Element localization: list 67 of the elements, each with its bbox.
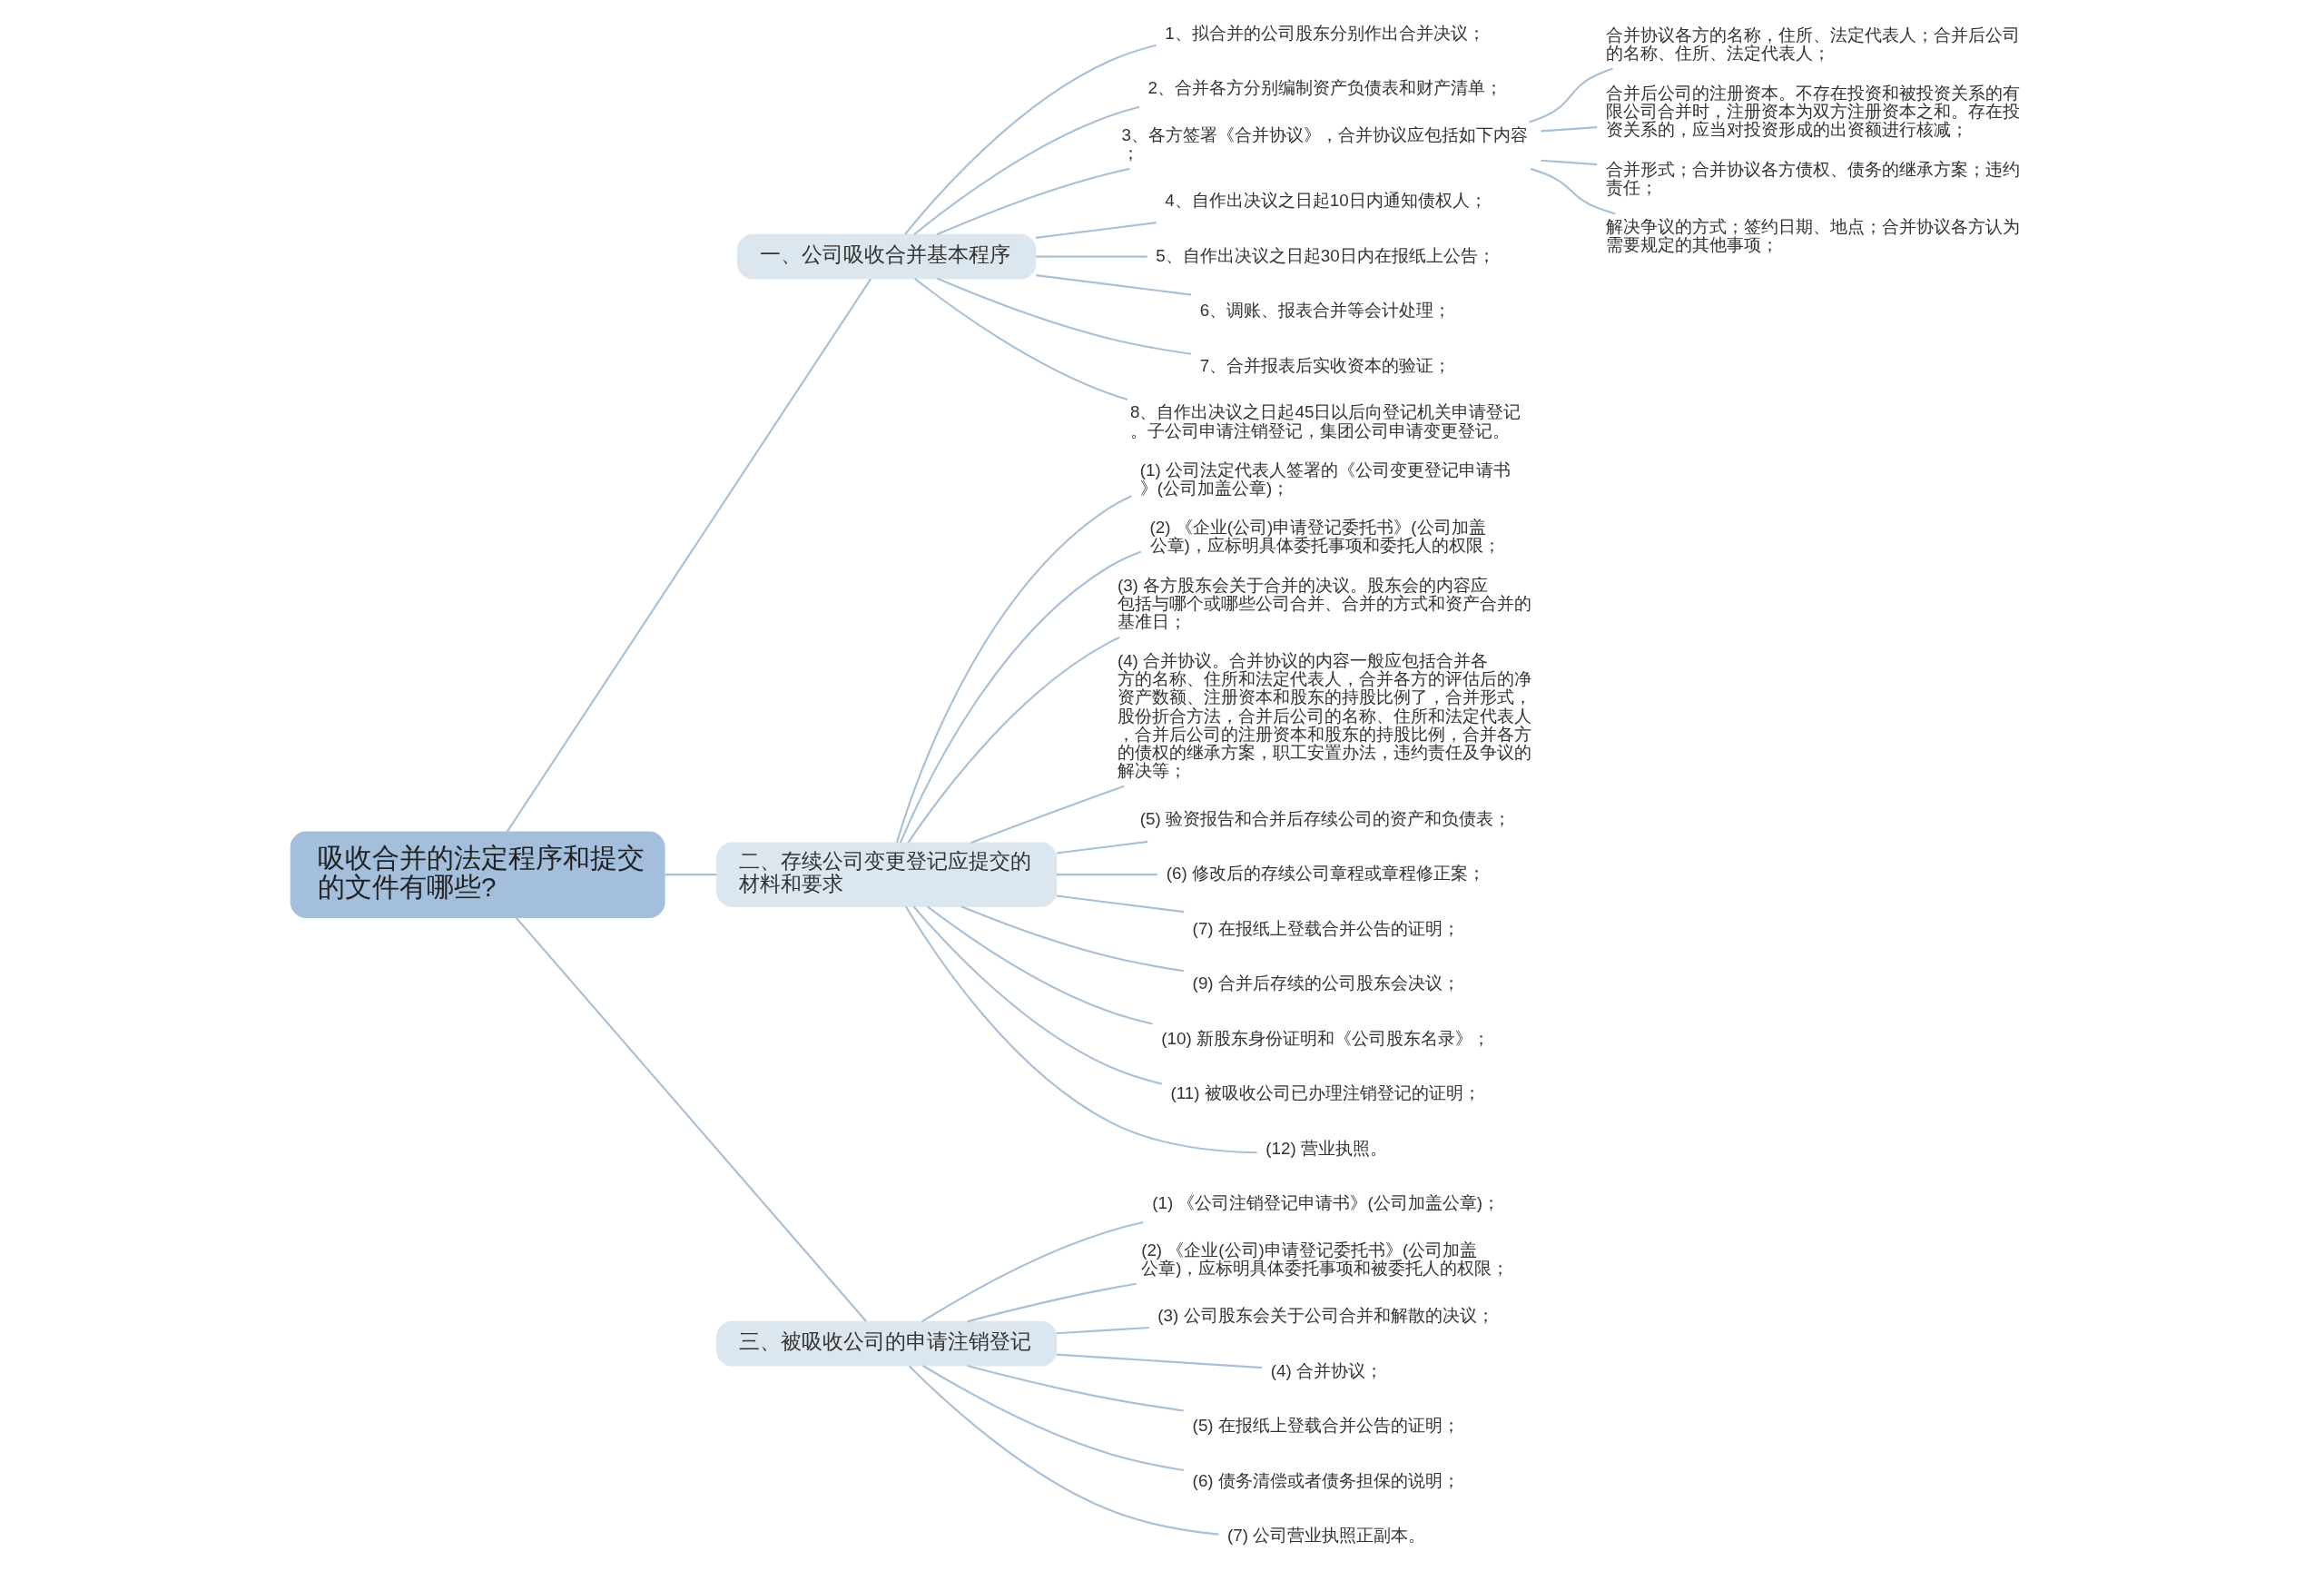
node-text: (2) 《企业(公司)申请登记委托书》(公司加盖公章)，应标明具体委托事项和被委托人的权限； bbox=[1141, 1240, 1510, 1279]
node-text: 解决争议的方式；签约日期、地点；合并协议各方认为需要规定的其他事项； bbox=[1605, 217, 2020, 255]
connector bbox=[922, 1365, 1185, 1471]
connector bbox=[1036, 255, 1147, 258]
node-text: 8、自作出决议之日起45日以后向登记机关申请登记。子公司申请注销登记，集团公司申请变更登记。 bbox=[1130, 402, 1521, 440]
connector bbox=[1541, 126, 1598, 133]
connector bbox=[967, 1364, 1184, 1412]
node-box: 二、存续公司变更登记应提交的材料和要求 bbox=[716, 842, 1058, 907]
connector bbox=[1035, 222, 1157, 239]
node-text: 3、各方签署《合并协议》，合并协议应包括如下内容； bbox=[1121, 125, 1529, 163]
connector bbox=[913, 105, 1140, 236]
connector bbox=[1056, 1353, 1263, 1369]
node-text: (12) 营业执照。 bbox=[1265, 1138, 1388, 1158]
connector bbox=[1530, 167, 1616, 215]
connector bbox=[914, 278, 1128, 400]
node-text: (6) 修改后的存续公司章程或章程修正案； bbox=[1166, 864, 1485, 884]
connector bbox=[899, 550, 1142, 844]
node-text: (7) 公司营业执照正副本。 bbox=[1226, 1526, 1426, 1546]
node-text: (4) 合并协议。合并协议的内容一般应包括合并各方的名称、住所和法定代表人，合并各方的评估后的净资产数额、注册资本和股东的持股比例了，合并形式，股份折合方法，合并后公司的名称、住所和法定代表人，合并后公司的注册资本和股东的持股比例，合并各方的债权的继承方案，职工安置办法，违约责任及争议的解决等； bbox=[1117, 651, 1531, 781]
connector bbox=[665, 874, 717, 876]
node-text: 2、合并各方分别编制资产负债表和财产清单； bbox=[1147, 78, 1502, 98]
node-text: 1、拟合并的公司股东分别作出合并决议； bbox=[1165, 23, 1485, 43]
node-text: (3) 公司股东会关于公司合并和解散的决议； bbox=[1157, 1306, 1494, 1326]
connector bbox=[1056, 894, 1185, 914]
node-text: (6) 债务清偿或者债务担保的说明； bbox=[1192, 1470, 1460, 1490]
connector bbox=[1541, 159, 1598, 166]
node-text: (10) 新股东身份证明和《公司股东名录》； bbox=[1161, 1028, 1491, 1048]
node-text: (1) 公司法定代表人签署的《公司变更登记申请书》(公司加盖公章)； bbox=[1139, 459, 1512, 498]
connector bbox=[1056, 874, 1157, 876]
node-text: 5、自作出决议之日起30日内在报纸上公告； bbox=[1156, 245, 1495, 265]
connector bbox=[515, 916, 867, 1322]
connector bbox=[1056, 1326, 1149, 1335]
node-text: 4、自作出决议之日起10日内通知债权人； bbox=[1165, 191, 1487, 211]
node-text: (5) 验资报告和合并后存续公司的资产和负债表； bbox=[1139, 808, 1512, 828]
node-text: (2) 《企业(公司)申请登记委托书》(公司加盖公章)，应标明具体委托事项和委托人的权限； bbox=[1149, 517, 1501, 556]
connector bbox=[895, 495, 1132, 844]
node-text: (9) 合并后存续的公司股东会决议； bbox=[1192, 973, 1460, 993]
node-box: 一、公司吸收合并基本程序 bbox=[736, 233, 1037, 280]
node-box: 吸收合并的法定程序和提交的文件有哪些? bbox=[290, 831, 665, 918]
connector bbox=[960, 905, 1185, 973]
node-text: (4) 合并协议； bbox=[1270, 1360, 1383, 1380]
node-text: 合并协议各方的名称，住所、法定代表人；合并后公司的名称、住所、法定代表人； bbox=[1605, 25, 2020, 64]
node-text: 合并形式；合并协议各方债权、债务的继承方案；违约责任； bbox=[1605, 159, 2020, 197]
connector bbox=[1529, 67, 1613, 124]
connector bbox=[1036, 274, 1192, 296]
connector bbox=[904, 905, 1257, 1154]
connector bbox=[937, 277, 1192, 355]
connector bbox=[921, 1221, 1144, 1323]
node-text: (5) 在报纸上登载合并公告的证明； bbox=[1192, 1416, 1460, 1436]
node-text: (3) 各方股东会关于合并的决议。股东会的内容应包括与哪个或哪些公司合并、合并的方式和资产合并的基准日； bbox=[1117, 575, 1531, 632]
connector bbox=[936, 167, 1130, 236]
node-box: 三、被吸收公司的申请注销登记 bbox=[716, 1320, 1058, 1367]
connector bbox=[904, 44, 1157, 235]
connector bbox=[907, 636, 1120, 844]
node-text: 合并后公司的注册资本。不存在投资和被投资关系的有限公司合并时，注册资本为双方注册资本之和。存在投资关系的，应当对投资形成的出资额进行核减； bbox=[1605, 83, 2020, 140]
node-text: (1) 《公司注销登记申请书》(公司加盖公章)； bbox=[1152, 1193, 1500, 1213]
connector bbox=[908, 1365, 1219, 1536]
connector bbox=[970, 785, 1125, 845]
node-text: 7、合并报表后实收资本的验证； bbox=[1199, 355, 1452, 375]
connector bbox=[927, 905, 1153, 1025]
connector bbox=[967, 1282, 1137, 1323]
connector bbox=[1057, 840, 1148, 855]
node-text: (11) 被吸收公司已办理注销登记的证明； bbox=[1170, 1083, 1481, 1103]
connector bbox=[912, 905, 1163, 1085]
node-text: (7) 在报纸上登载合并公告的证明； bbox=[1192, 918, 1460, 938]
node-text: 6、调账、报表合并等会计处理； bbox=[1199, 301, 1452, 321]
connector bbox=[506, 278, 872, 833]
